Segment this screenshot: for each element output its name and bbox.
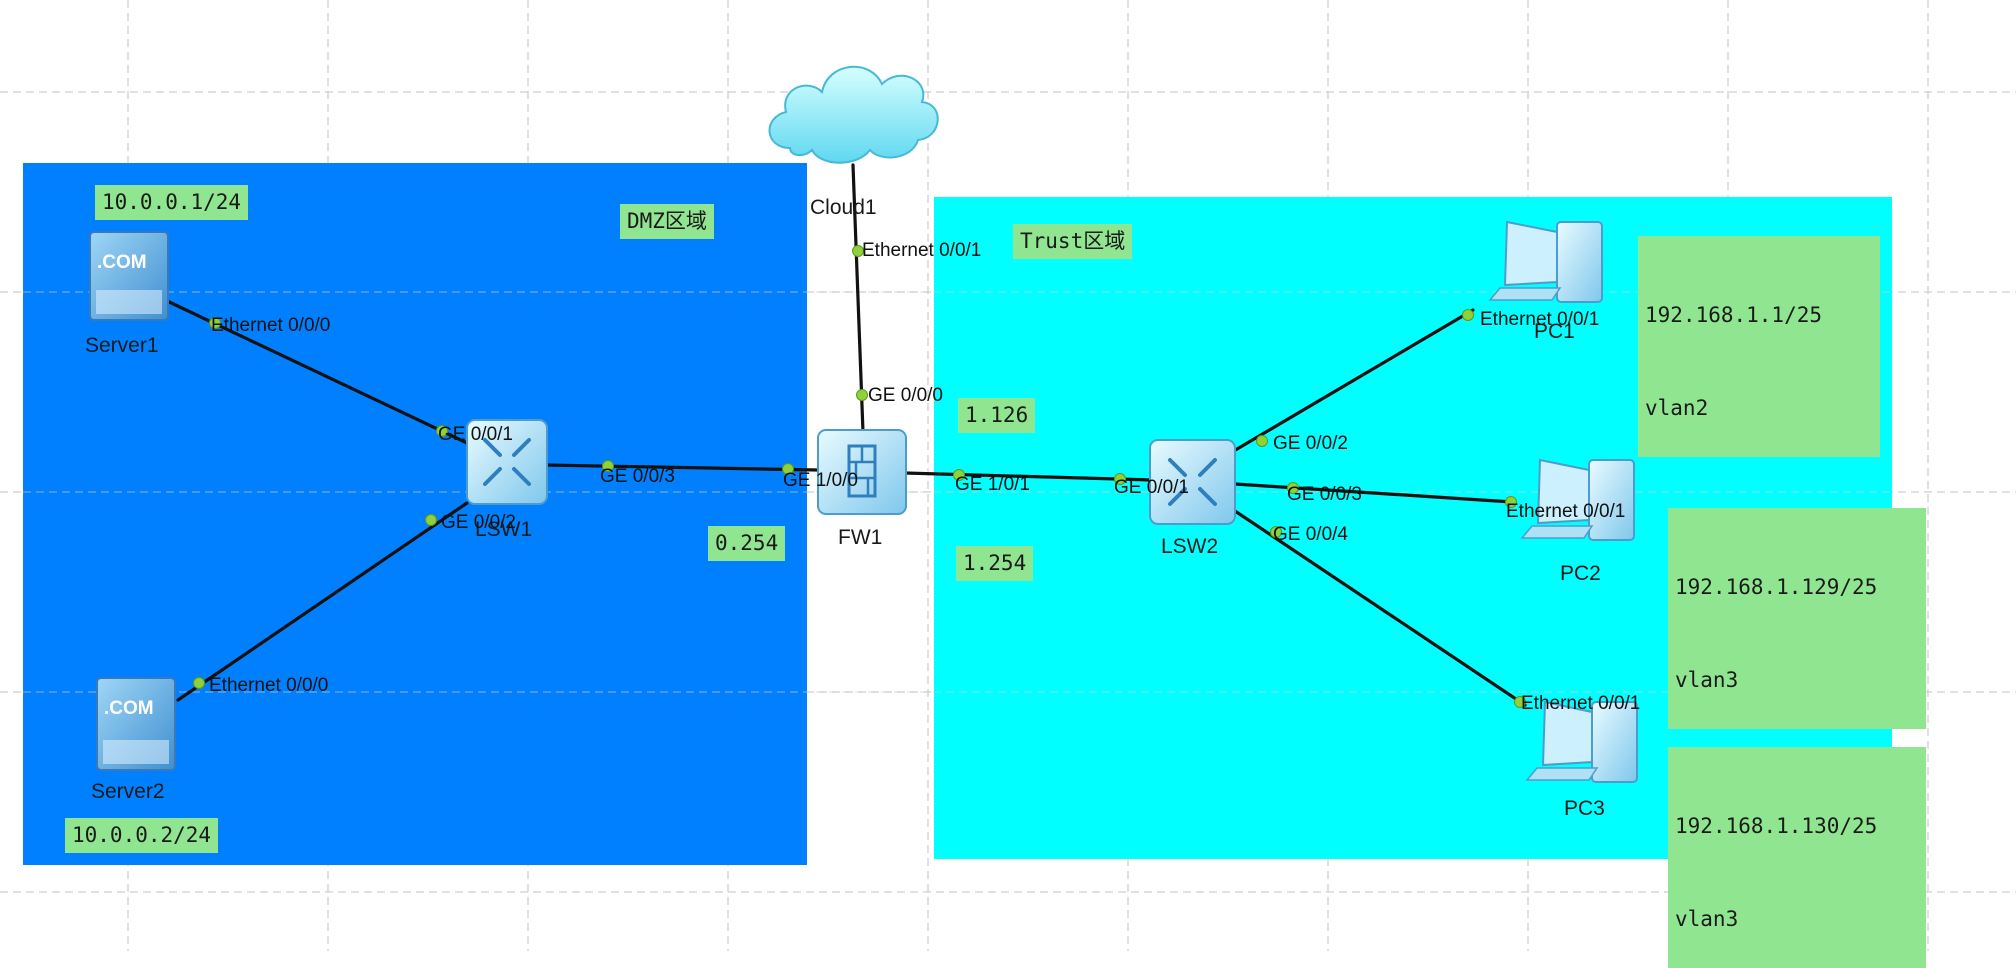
lsw2-ge3-label: GE 0/0/3 — [1287, 484, 1362, 505]
lsw2-ge2-label: GE 0/0/2 — [1273, 433, 1348, 454]
server2-ip-note: 10.0.0.2/24 — [65, 818, 219, 853]
dmz-zone-label: DMZ区域 — [620, 204, 714, 239]
link-lsw2-pc3 — [1230, 507, 1527, 707]
link-cloud-fw1 — [851, 163, 865, 434]
link-lsw1-fw1 — [543, 463, 820, 472]
server1-label: Server1 — [85, 334, 159, 357]
port-dot — [953, 469, 965, 481]
pc3-port-label: Ethernet 0/0/1 — [1521, 693, 1641, 714]
port-dot — [425, 514, 437, 526]
pc2-ip-note: 192.168.1.129/25 vlan3 — [1668, 508, 1926, 729]
port-dot — [852, 245, 864, 257]
pc2-ip: 192.168.1.129/25 — [1675, 575, 1878, 599]
lsw2-ge4-label: GE 0/0/4 — [1273, 524, 1348, 545]
pc1-ip-note: 192.168.1.1/25 vlan2 — [1638, 236, 1880, 457]
pc2-port-label: Ethernet 0/0/1 — [1506, 501, 1626, 522]
pc1-label: PC1 — [1534, 320, 1575, 343]
fw-dmz-ip-note: 0.254 — [708, 526, 786, 561]
port-dot — [602, 460, 614, 472]
pc1-icon[interactable] — [1488, 220, 1603, 303]
fw1-label: FW1 — [838, 526, 883, 549]
lsw2-label: LSW2 — [1161, 535, 1219, 558]
pc3-ip-note: 192.168.1.130/25 vlan3 — [1668, 747, 1926, 968]
server2-port-label: Ethernet 0/0/0 — [209, 675, 329, 696]
pc1-port-label: Ethernet 0/0/1 — [1480, 309, 1600, 330]
switch-lsw2-icon[interactable] — [1149, 439, 1236, 525]
switch-lsw1-icon[interactable] — [466, 419, 548, 505]
server2-label: Server2 — [91, 780, 165, 803]
server2-icon[interactable] — [96, 677, 176, 771]
firewall-fw1-icon[interactable] — [817, 429, 907, 515]
server1-com-badge: .COM — [97, 252, 147, 273]
trust-zone-label: Trust区域 — [1013, 224, 1133, 259]
server2-com-badge: .COM — [104, 698, 154, 719]
fw-ge100-label: GE 1/0/0 — [783, 470, 858, 491]
port-dot — [1505, 496, 1517, 508]
port-dot — [193, 677, 205, 689]
cloud-icon[interactable] — [768, 65, 939, 164]
lsw1-ge3-label: GE 0/0/3 — [600, 466, 675, 487]
pc1-ip: 192.168.1.1/25 — [1645, 303, 1823, 327]
pc3-icon[interactable] — [1525, 700, 1638, 783]
port-dot — [856, 389, 868, 401]
fw-trust-ip-note: 1.254 — [956, 546, 1034, 581]
port-dot — [1256, 435, 1268, 447]
port-dots — [193, 245, 1526, 708]
port-dot — [436, 425, 448, 437]
pc2-label: PC2 — [1560, 562, 1601, 585]
pc3-label: PC3 — [1564, 797, 1605, 820]
pc2-vlan: vlan3 — [1675, 668, 1739, 692]
port-dot — [782, 463, 794, 475]
cloud1-label: Cloud1 — [810, 196, 877, 219]
lsw1-label: LSW1 — [475, 518, 533, 541]
fw-ge000-label: GE 0/0/0 — [868, 385, 943, 406]
lsw1-ge2-label: GE 0/0/2 — [441, 512, 516, 533]
pc2-icon[interactable] — [1520, 458, 1635, 541]
port-dot — [1514, 696, 1526, 708]
lsw1-ge1-label: GE 0/0/1 — [438, 424, 513, 445]
port-dot — [1270, 526, 1282, 538]
link-fw1-lsw2 — [903, 471, 1154, 482]
server1-port-label: Ethernet 0/0/0 — [211, 315, 331, 336]
port-dot — [1114, 473, 1126, 485]
link-lsw2-pc2 — [1233, 482, 1514, 504]
port-dot — [209, 317, 221, 329]
link-server2-lsw1 — [176, 501, 469, 702]
cloud-port-label: Ethernet 0/0/1 — [862, 240, 982, 261]
port-dot — [1462, 309, 1474, 321]
pc1-vlan: vlan2 — [1645, 396, 1709, 420]
pc3-vlan: vlan3 — [1675, 907, 1739, 931]
lsw2-ge1-label: GE 0/0/1 — [1114, 477, 1189, 498]
pc3-ip: 192.168.1.130/25 — [1675, 814, 1878, 838]
fw-cloud-ip-note: 1.126 — [958, 398, 1036, 433]
fw-ge101-label: GE 1/0/1 — [955, 474, 1030, 495]
server1-ip-note: 10.0.0.1/24 — [95, 185, 249, 220]
server1-icon[interactable] — [89, 231, 169, 321]
link-lsw2-pc1 — [1230, 308, 1475, 454]
port-dot — [1287, 482, 1299, 494]
